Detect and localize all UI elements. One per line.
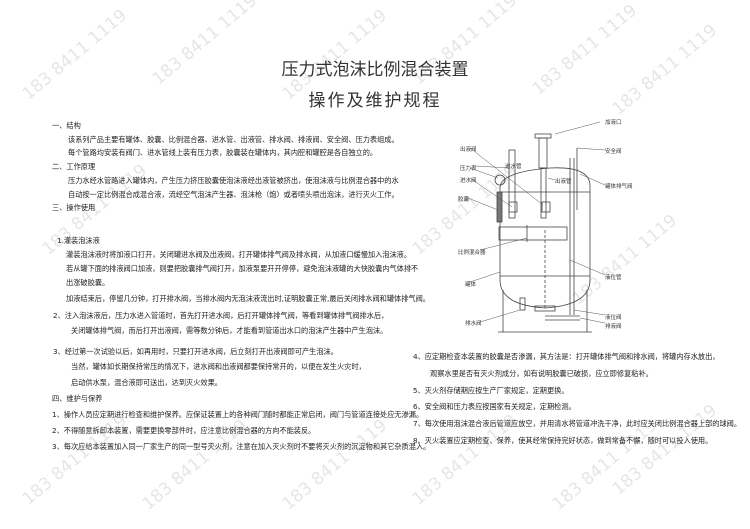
paragraph: 1、操作人员应定期进行检查和维护保养。应保证装置上的各种阀门随时都能正常启闭，阀…	[52, 410, 424, 419]
label-inlet-valve: 进水阀	[460, 178, 477, 184]
label-proportioner: 比例混合器	[458, 250, 486, 256]
section-heading: 四、维护与保养	[52, 394, 103, 403]
label-outlet-pipe: 出液管	[555, 179, 572, 185]
label-bladder: 胶囊	[458, 197, 470, 203]
paragraph: 3、每次应给本装置加入同一厂家生产的同一型号灭火剂，注意在加入灭火剂时不要将灭火…	[52, 442, 431, 451]
paragraph: 加液结束后，停留几分钟，打开排水阀，当排水阀内无泡沫液流出时,证明胶囊正常,最后…	[66, 294, 430, 303]
document-subtitle: 操作及维护规程	[308, 91, 442, 111]
paragraph: 2、不得随意拆卸本装置，需要更换零部件时，应注意比例混合器的方向不能装反。	[52, 426, 316, 435]
paragraph: 自动按一定比例混合成混合液，流经空气泡沫产生器、泡沫枪（炮）或者喷头喷出泡沫，进…	[68, 190, 399, 199]
paragraph: 压力水经水管路进入罐体内，产生压力挤压胶囊使泡沫液经出液管被挤出，使泡沫液与比例…	[68, 176, 399, 185]
section-heading: 一、结构	[52, 121, 81, 130]
paragraph: 该系列产品主要有罐体、胶囊、比例混合器、进水管、出液管、排水阀、排液阀、安全阀、…	[68, 135, 399, 144]
label-level-pipe: 液位管	[605, 275, 622, 281]
section-heading: 三、操作使用	[52, 203, 96, 212]
label-outlet-valve: 出液阀	[460, 147, 477, 153]
paragraph: 灌装泡沫液时将加液口打开，关闭罐进水阀及出液阀，打开罐体排气阀及排水阀，从加液口…	[66, 250, 412, 259]
paragraph: 2、注入泡沫液后，压力水进入管道时，首先打开进水阀，后打开罐体排气阀，等看到罐体…	[53, 311, 389, 320]
label-tank: 罐体	[465, 282, 477, 288]
paragraph: 出涨破胶囊。	[66, 278, 110, 287]
label-level-valve: 液位阀	[605, 315, 622, 321]
label-drain-valve: 排水阀	[465, 321, 482, 327]
paragraph: 当然，罐体如长期保持常压的情况下，进水阀和出液阀都要保持常开的，以便在发生火灾时…	[71, 362, 366, 371]
label-vent-valve: 罐体排气阀	[605, 184, 633, 190]
paragraph: 启动供水泵，混合液即可送出，达到灭火效果。	[71, 378, 222, 387]
label-inlet-pipe: 进水管	[505, 164, 522, 170]
label-discharge-valve: 排液阀	[605, 324, 622, 330]
paragraph: 若从罐下面的排液阀口加液，则要把胶囊排气阀打开，加液泵要开开停停，避免泡沫液罐的…	[66, 264, 419, 273]
paragraph: 6、安全阀和压力表应按国家有关规定，定期检测。	[413, 402, 576, 411]
paragraph: 观察水里是否有灭火剂成分，如有说明胶囊已破损，应立即修复粘补。	[430, 369, 653, 378]
paragraph: 8、灭火装置应定期检查、保养，使其经常保持完好状态，做到常备不懈，随时可以投入使…	[413, 436, 713, 445]
paragraph: 关闭罐体排气阀，而后打开出液阀，需等数分钟后，才能看到管道出水口的泡沫产生器中产…	[71, 326, 388, 335]
label-pressure-gauge: 压力表	[460, 166, 477, 172]
paragraph: 5、灭火剂存储期应按生产厂家规定，定期更换。	[413, 386, 569, 395]
label-safety-valve: 安全阀	[605, 149, 622, 155]
label-fill-port: 加液口	[605, 120, 622, 126]
tank-diagram	[467, 121, 606, 333]
subsection-heading: 1.灌装泡沫液	[57, 236, 100, 245]
paragraph: 3、经过第一次试验以后，如再用时，只要打开进水阀，后立刻打开出液阀即可产生泡沫。	[53, 347, 338, 356]
document-title: 压力式泡沫比例混合装置	[281, 60, 469, 80]
paragraph: 7、每次使用泡沫混合液后管道应放空，并用清水将管道冲洗干净，此时应关闭比例混合器…	[413, 419, 742, 428]
paragraph: 每个管路均安装有阀门、进水管线上装有压力表，胶囊装在罐体内，其内腔和罐腔是各自独…	[68, 148, 378, 157]
paragraph: 4、应定期检查本装置的胶囊是否渗漏，其方法是：打开罐体排气阀和排水阀，将罐内存水…	[413, 352, 720, 361]
watermark-text: 183 8411 1119	[528, 0, 642, 100]
section-heading: 二、工作原理	[52, 162, 96, 171]
